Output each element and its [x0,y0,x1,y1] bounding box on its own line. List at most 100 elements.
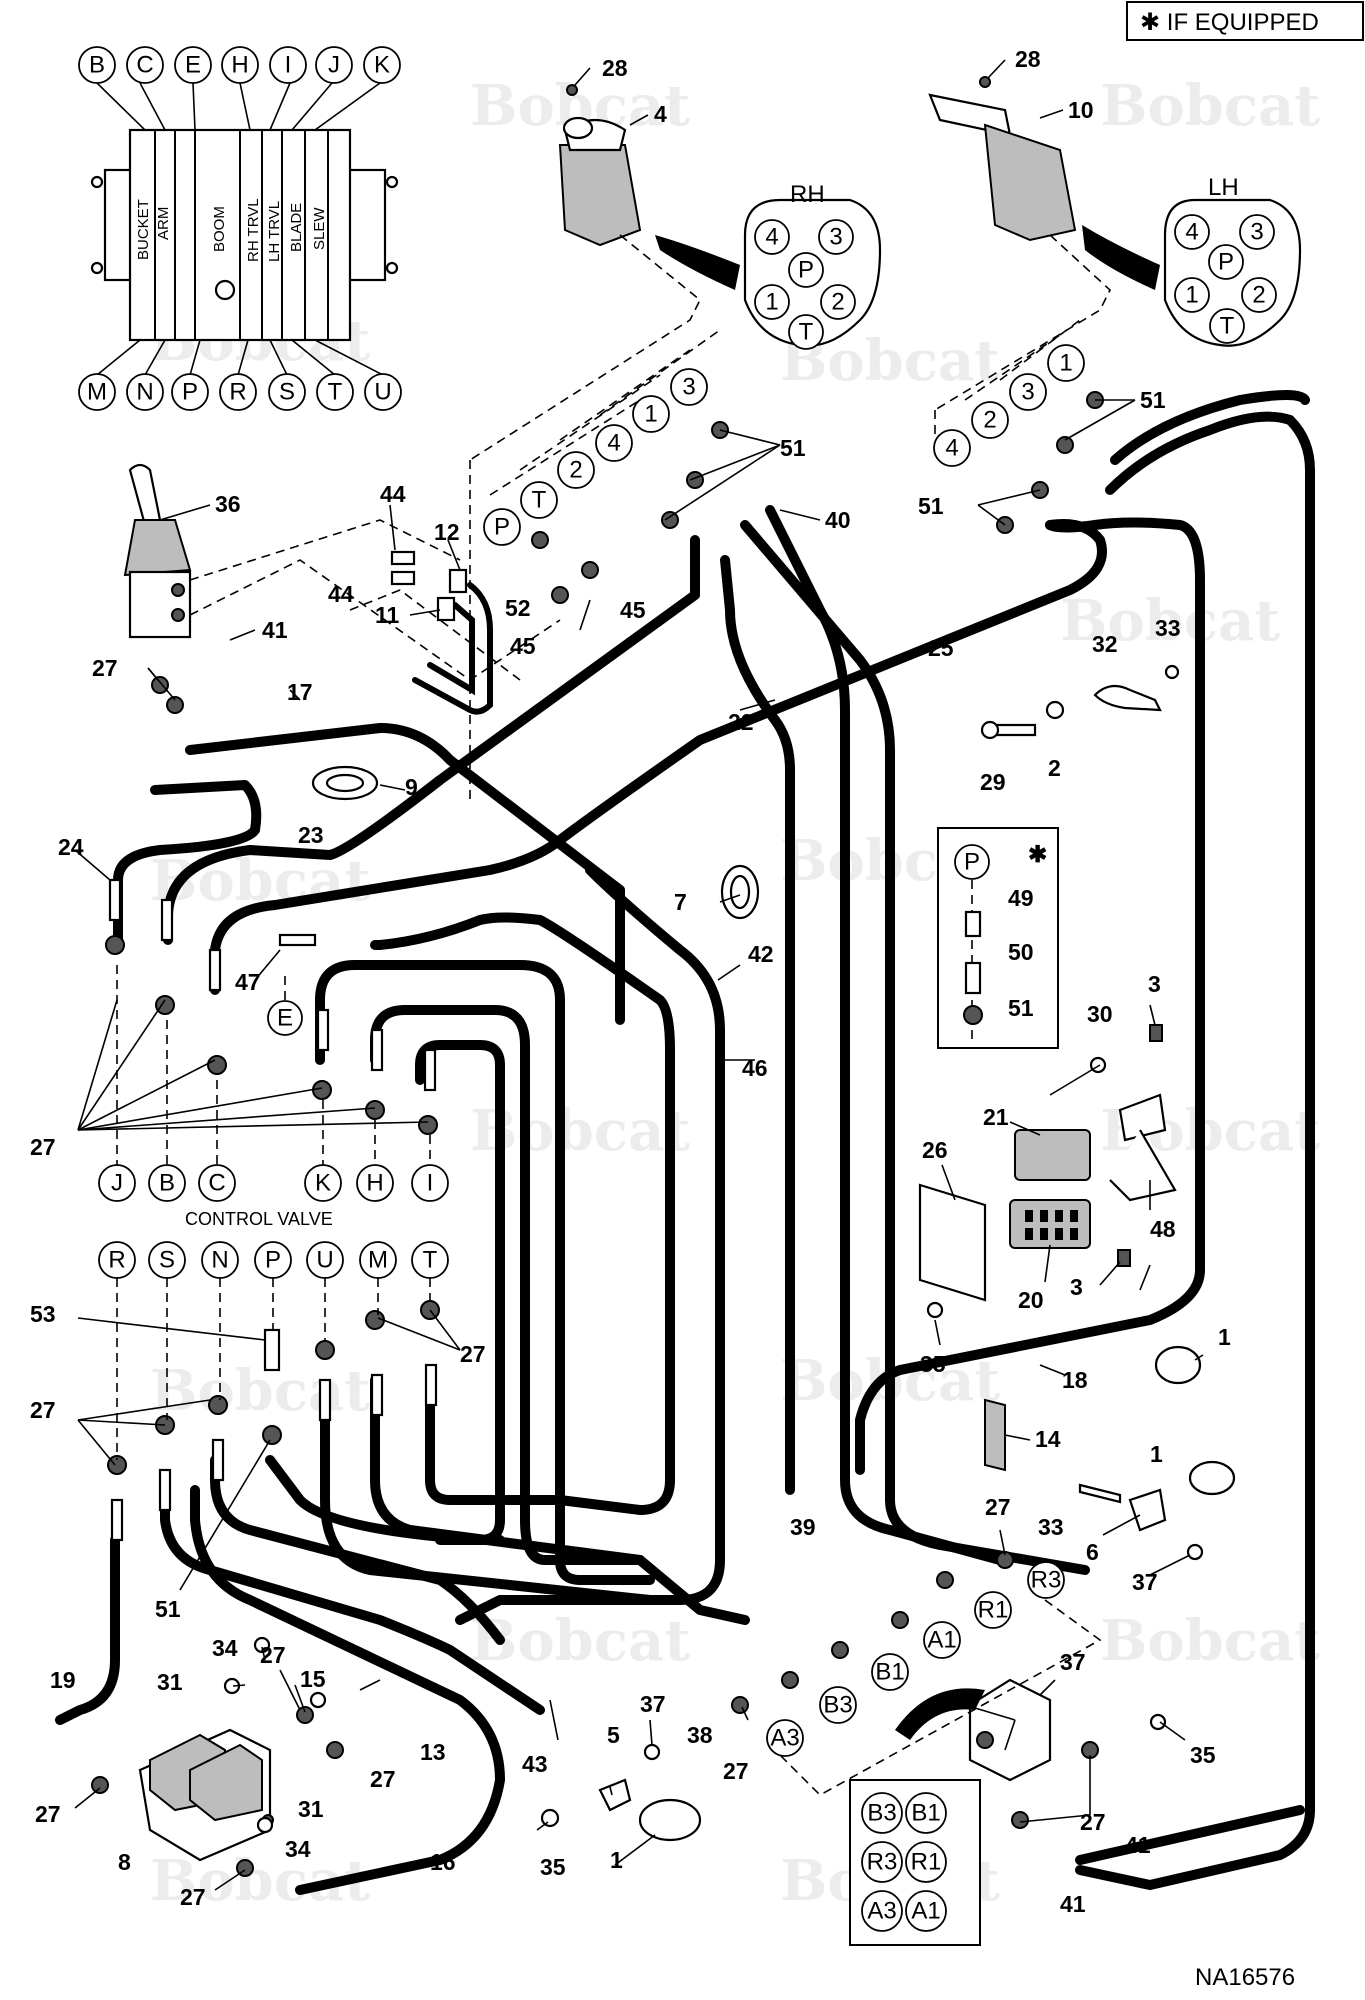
port-label: I [285,52,292,79]
callout-8: 8 [118,1849,131,1875]
callout-42: 42 [748,941,774,967]
callout-24: 24 [58,834,84,860]
port-label: M [87,379,107,406]
rh-pilot-port-group: RH 4 3 P 1 2 T [743,181,882,350]
watermark: Bobcat [470,1608,690,1674]
cv-lower-port: R [108,1247,125,1274]
grommet-7-inner [729,874,751,910]
lh-port: 1 [1185,282,1198,309]
valve-block-port-chart: B3 B1 R3 R1 A3 A1 [849,1779,981,1946]
hose-loop-h [370,1005,645,1565]
pilot-tube-assembly [390,550,493,715]
callout-numbers: 28 4 28 10 36 44 44 12 11 41 27 17 52 45… [30,46,1231,1917]
block-port: B1 [911,1800,940,1827]
nut-3 [1117,1249,1131,1267]
hose-end-port: B3 [823,1692,852,1719]
valve-block-arrow [895,1688,985,1740]
callout-7: 7 [674,889,687,915]
rh-joystick [469,84,740,461]
callout-23: 23 [298,822,324,848]
tube-11 [412,582,493,715]
lh-hose-port: 4 [945,435,958,462]
callout-34: 34 [212,1635,238,1661]
hose-loop-u [320,1395,655,1605]
bracket-48 [1118,1093,1167,1142]
fitting-50 [964,961,982,995]
lower-port-dashes [116,1278,431,1460]
lh-joystick [928,76,1160,411]
bolt-34 [253,1636,271,1654]
callout-48: 48 [1150,1216,1176,1242]
cv-lower-port: T [423,1247,438,1274]
watermark: Bobcat [1100,1608,1320,1674]
rh-port: P [798,257,814,284]
aux-handle [128,463,162,527]
hose-end-port: R3 [1031,1567,1062,1594]
mount-hole [90,261,104,275]
lh-pilot-port-group: LH 4 3 P 1 2 T [1163,174,1302,347]
bolt-31 [309,1691,327,1709]
callout-27: 27 [35,1801,61,1827]
drawing-number: NA16576 [1195,1964,1295,1991]
section-label: SLEW [311,207,328,250]
bolt-35 [540,1808,560,1828]
callout-5: 5 [607,1722,620,1748]
hose-22 [720,555,795,1495]
hose-loop-k [315,960,655,1585]
clip-1 [638,1798,702,1842]
tube-12 [427,602,475,696]
callout-44: 44 [380,481,406,507]
callout-17: 17 [287,679,313,705]
callout-21: 21 [983,1104,1009,1130]
aux-dashed [349,589,521,681]
lh-joystick-dashed [934,234,1111,411]
rh-joystick-dashed [469,234,702,461]
bolt-34 [256,1816,274,1834]
lh-port: P [1218,249,1234,276]
hose-layer [55,390,1315,1895]
hose-n [210,1455,505,1645]
hose-17 [185,723,625,1025]
nut-37 [643,1743,661,1761]
callout-10: 10 [1068,97,1094,123]
bracket-6 [1128,1488,1167,1532]
hose-end-ports: R3 R1 A1 B1 B3 A3 [766,1561,1102,1796]
port-label: K [374,52,390,79]
hose-loop-t [425,1375,565,1505]
callout-6: 6 [1086,1539,1099,1565]
rh-hose-port: 1 [644,401,657,428]
hose-end-port: A3 [770,1725,799,1752]
callout-31: 31 [298,1796,324,1822]
bolt-33 [1078,1483,1122,1504]
callout-1: 1 [610,1847,623,1873]
section-label: BOOM [211,206,228,252]
watermark: Bobcat [470,1098,690,1164]
callout-27: 27 [370,1766,396,1792]
callout-36: 36 [215,491,241,517]
hose-41-upper [1075,411,1315,1890]
hose-42 [455,865,725,1625]
callout-9: 9 [405,774,418,800]
callout-51: 51 [155,1596,181,1622]
nut-3 [1149,1024,1163,1042]
clamp-5 [598,1778,632,1812]
hose-38 [635,1555,750,1625]
hose-43 [160,1485,545,1715]
bolt-35 [1149,1713,1167,1731]
port-label: P [182,379,198,406]
callout-38: 38 [687,1722,713,1748]
callout-46: 46 [742,1055,768,1081]
section-label: BUCKET [135,199,152,260]
tube-fitting [436,596,456,622]
callout-28: 28 [1015,46,1041,72]
valve-section-lines [154,130,329,340]
port-label: J [328,52,340,79]
callout-52: 52 [505,595,531,621]
callout-27: 27 [985,1494,1011,1520]
callout-50: 50 [1008,939,1034,965]
hose-39 [740,520,1090,1575]
callout-49: 49 [1008,885,1034,911]
watermark: Bobcat [1100,73,1320,139]
cover-26 [918,1183,987,1302]
block-port: A1 [911,1898,940,1925]
